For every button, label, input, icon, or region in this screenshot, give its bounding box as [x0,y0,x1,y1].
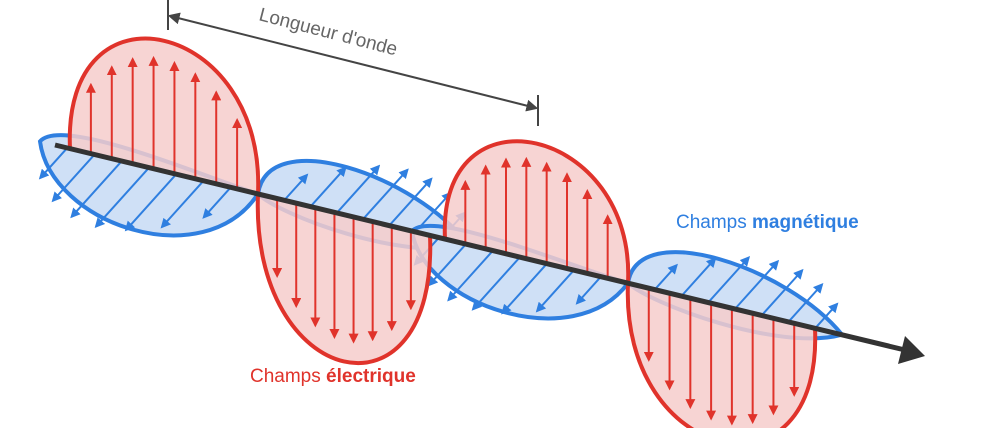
magnetic-vector-arrow [362,168,409,220]
magnetic-vector-arrow [535,269,575,313]
wavelength-label: Longueur d'onde [257,5,400,61]
magnetic-vector-arrow [654,263,678,291]
magnetic-vector-arrow [283,173,309,201]
magnetic-vector-arrow [787,283,824,323]
magnetic-vector-arrow [202,186,232,219]
magnetic-vector-arrow [447,249,494,302]
electric-field-label: Champs électrique [250,366,416,387]
magnetic-vector-arrow [575,275,602,305]
magnetic-vector-arrow [38,147,68,180]
magnetic-vector-arrow [388,177,433,227]
magnetic-vector-arrow [501,262,548,315]
magnetic-vector-arrow [160,180,205,229]
magnetic-field-label: Champs magnétique [676,212,859,233]
magnetic-vector-arrow [761,268,804,316]
electric-lobe [255,191,433,366]
magnetic-vector-arrow [336,164,381,214]
magnetic-vector-arrow [124,173,177,232]
magnetic-lobe [409,224,632,321]
magnetic-vector-arrow [309,166,347,208]
propagation-axis [54,142,906,353]
magnetic-vector-arrow [471,256,521,311]
magnetic-vector-arrow [814,302,839,329]
magnetic-vector-arrow [70,160,123,219]
magnetic-vector-arrow [51,153,96,203]
axis-arrowhead-icon [898,336,925,364]
magnetic-vector-arrow [680,257,717,297]
magnetic-vector-arrow [427,243,467,287]
magnetic-vector-arrow [734,259,780,310]
magnetic-vector-arrow [707,256,751,304]
magnetic-vector-arrow [94,166,150,229]
